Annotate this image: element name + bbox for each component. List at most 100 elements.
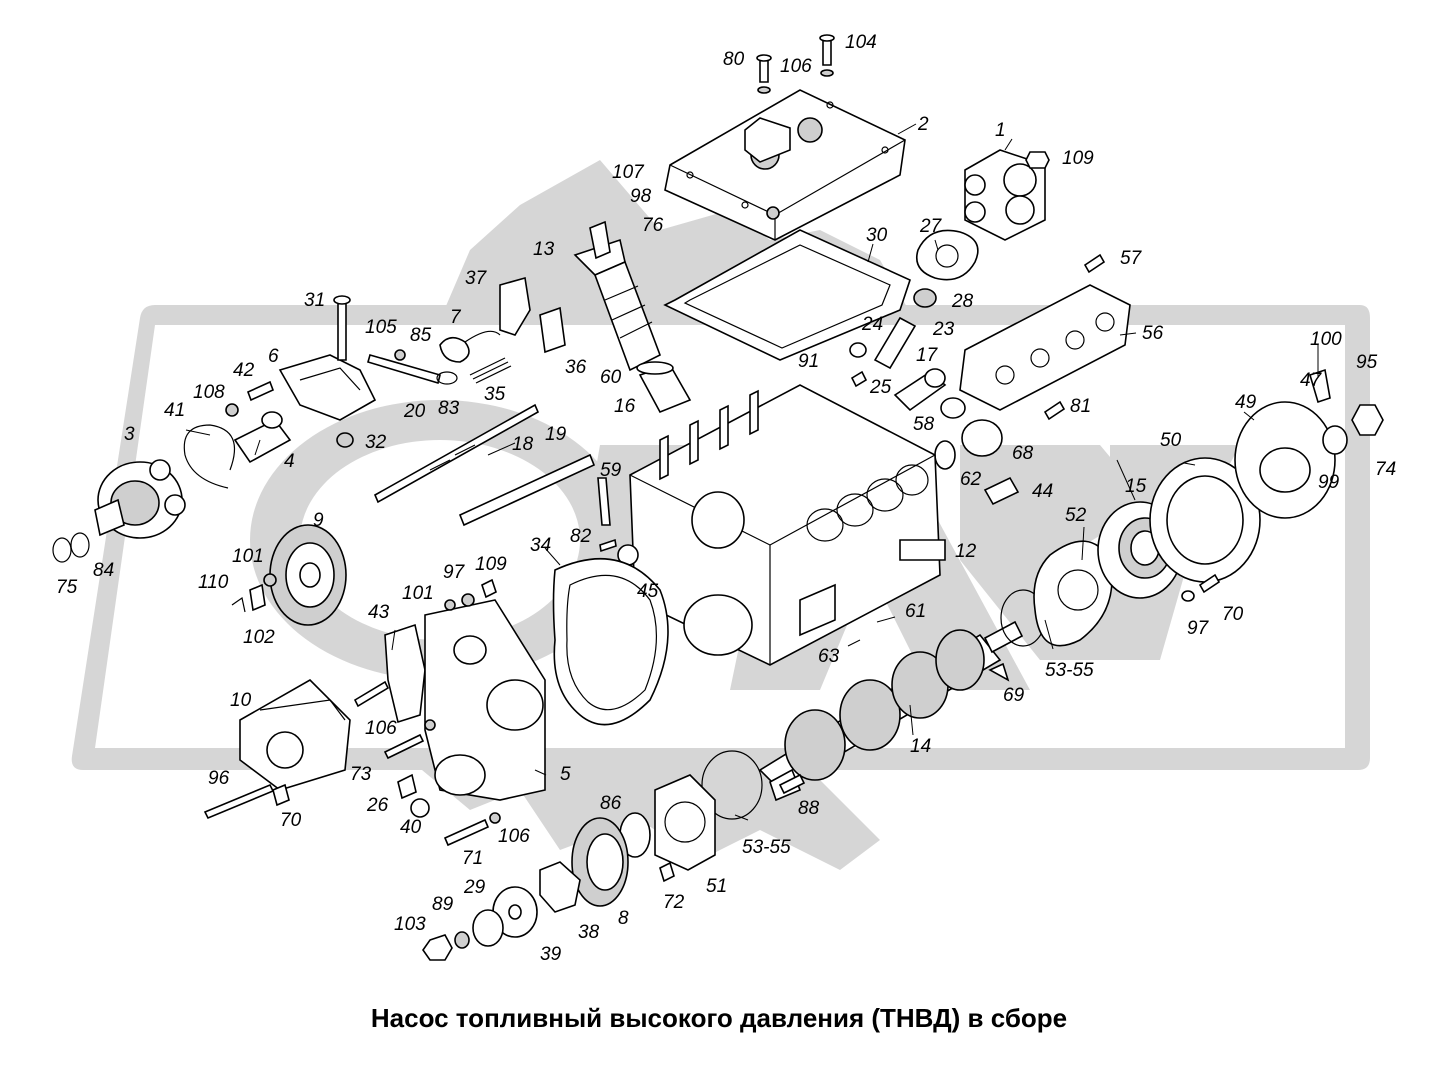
callout-label: 63 — [818, 646, 840, 667]
callout-label: 15 — [1125, 476, 1147, 497]
callout-label: 42 — [233, 360, 255, 381]
callout-label: 70 — [1222, 604, 1244, 625]
callout-label: 74 — [1375, 459, 1396, 480]
callout-label: 83 — [438, 398, 460, 419]
callout-label: 56 — [1142, 323, 1164, 344]
callout-label: 39 — [540, 944, 562, 965]
callout-label: 3 — [124, 424, 135, 445]
callout-labels: 104 80 106 2 1 109 107 98 76 27 30 57 13… — [56, 32, 1396, 965]
callout-label: 68 — [1012, 443, 1034, 464]
callout-label: 105 — [365, 317, 397, 338]
callout-label: 52 — [1065, 505, 1087, 526]
callout-label: 13 — [533, 239, 555, 260]
callout-label: 43 — [368, 602, 390, 623]
callout-label: 31 — [304, 290, 325, 311]
callout-label: 91 — [798, 351, 819, 372]
callout-label: 47 — [1300, 370, 1323, 391]
callout-label: 18 — [512, 434, 534, 455]
callout-label: 14 — [910, 736, 931, 757]
callout-label: 2 — [917, 114, 929, 135]
callout-label: 88 — [798, 798, 820, 819]
callout-label: 6 — [268, 346, 279, 367]
callout-label: 60 — [600, 367, 622, 388]
callout-label: 36 — [565, 357, 587, 378]
callout-label: 97 — [1187, 618, 1210, 639]
callout-label: 41 — [164, 400, 185, 421]
callout-label: 106 — [498, 826, 530, 847]
callout-label: 71 — [462, 848, 483, 869]
callout-label: 9 — [313, 510, 324, 531]
callout-label: 45 — [637, 581, 659, 602]
gasket-30 — [663, 229, 911, 361]
callout-label: 1 — [995, 120, 1006, 141]
callout-label: 44 — [1032, 481, 1053, 502]
callout-label: 110 — [198, 572, 229, 593]
callout-label: 28 — [951, 291, 974, 312]
callout-label: 53-55 — [1045, 660, 1094, 681]
top-cover-plate — [664, 89, 906, 241]
callout-label: 98 — [630, 186, 652, 207]
callout-label: 95 — [1356, 352, 1378, 373]
callout-label: 80 — [723, 49, 745, 70]
callout-label: 100 — [1310, 329, 1342, 350]
callout-label: 103 — [394, 914, 426, 935]
callout-label: 96 — [208, 768, 230, 789]
callout-label: 58 — [913, 414, 935, 435]
callout-label: 61 — [905, 601, 926, 622]
callout-label: 34 — [530, 535, 551, 556]
callout-label: 81 — [1070, 396, 1091, 417]
callout-label: 108 — [193, 382, 225, 403]
side-cover-56 — [959, 284, 1131, 411]
callout-label: 89 — [432, 894, 454, 915]
callout-label: 37 — [465, 268, 488, 289]
callout-label: 102 — [243, 627, 275, 648]
callout-label: 107 — [612, 162, 645, 183]
callout-label: 84 — [93, 560, 114, 581]
callout-label: 4 — [284, 451, 295, 472]
callout-label: 7 — [450, 307, 462, 328]
callout-label: 101 — [232, 546, 264, 567]
callout-label: 49 — [1235, 392, 1257, 413]
callout-label: 75 — [56, 577, 78, 598]
callout-label: 26 — [366, 795, 389, 816]
callout-label: 72 — [663, 892, 685, 913]
callout-label: 62 — [960, 469, 982, 490]
callout-label: 76 — [642, 215, 664, 236]
callout-label: 32 — [365, 432, 387, 453]
callout-label: 5 — [560, 764, 571, 785]
callout-label: 59 — [600, 460, 622, 481]
callout-label: 70 — [280, 810, 302, 831]
callout-label: 99 — [1318, 472, 1340, 493]
callout-label: 69 — [1003, 685, 1025, 706]
callout-label: 35 — [484, 384, 506, 405]
parts — [52, 34, 1384, 961]
callout-label: 27 — [919, 216, 943, 237]
callout-label: 82 — [570, 526, 592, 547]
callout-label: 53-55 — [742, 837, 791, 858]
callout-label: 12 — [955, 541, 977, 562]
callout-label: 29 — [463, 877, 486, 898]
callout-label: 51 — [706, 876, 727, 897]
leader-lines — [185, 123, 1319, 821]
callout-label: 85 — [410, 325, 432, 346]
callout-label: 38 — [578, 922, 600, 943]
callout-label: 25 — [869, 377, 892, 398]
callout-label: 10 — [230, 690, 252, 711]
diagram-caption: Насос топливный высокого давления (ТНВД)… — [370, 1003, 1068, 1033]
callout-label: 101 — [402, 583, 434, 604]
callout-label: 86 — [600, 793, 622, 814]
callout-label: 104 — [845, 32, 877, 53]
callout-label: 23 — [932, 319, 955, 340]
callout-label: 16 — [614, 396, 636, 417]
callout-label: 57 — [1120, 248, 1143, 269]
callout-label: 50 — [1160, 430, 1182, 451]
callout-label: 8 — [618, 908, 629, 929]
callout-label: 30 — [866, 225, 888, 246]
callout-label: 40 — [400, 817, 422, 838]
callout-label: 19 — [545, 424, 567, 445]
control-rack-18 — [373, 403, 540, 504]
callout-label: 17 — [916, 345, 939, 366]
callout-label: 24 — [861, 314, 883, 335]
callout-label: 109 — [475, 554, 507, 575]
